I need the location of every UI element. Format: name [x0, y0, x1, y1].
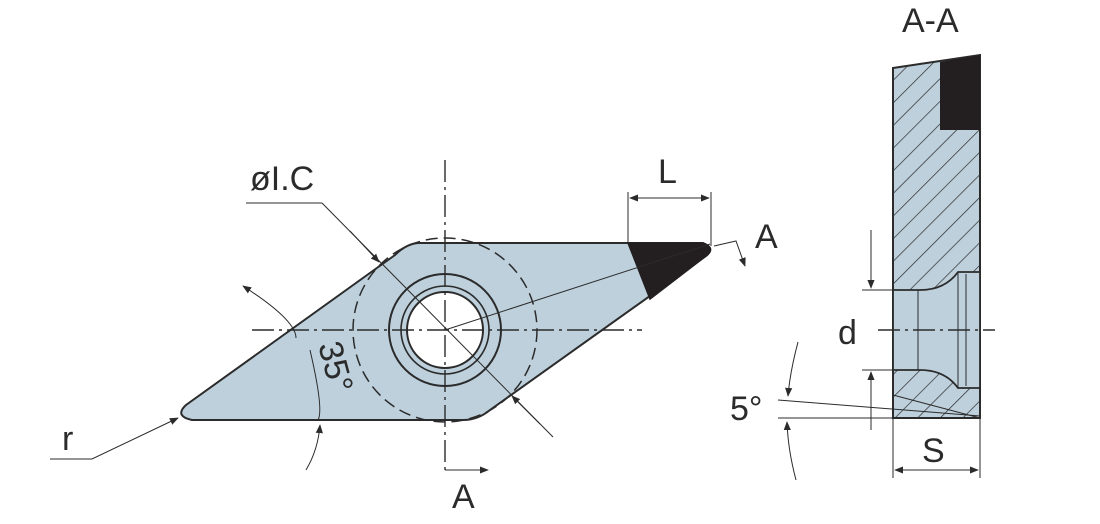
angle-label: 5°	[730, 390, 763, 428]
section-line	[444, 243, 711, 331]
section-marker-bottom-label: A	[452, 478, 475, 516]
section-title: A-A	[902, 2, 959, 40]
section-marker-top-label: A	[755, 218, 778, 256]
angle-ref-line	[777, 399, 981, 417]
radius-leader	[50, 417, 179, 460]
d-label: d	[838, 314, 857, 352]
section-carbide-tip	[940, 55, 980, 130]
clearance-face	[892, 394, 981, 419]
section-arrow-top	[713, 240, 746, 267]
top-view	[50, 160, 746, 474]
section-view	[777, 53, 995, 481]
l-label: L	[658, 153, 677, 191]
radius-label: r	[62, 420, 73, 458]
angle-arrow-top	[785, 341, 799, 397]
s-label: S	[922, 432, 945, 470]
tip-angle-arc	[242, 285, 297, 339]
tip-angle-arc-lower	[309, 349, 321, 421]
ic-arrow-upper	[349, 230, 380, 263]
ic-label: øI.C	[250, 160, 314, 198]
tip-angle-arc-bottom	[305, 424, 323, 471]
angle-arrow-bottom	[783, 421, 797, 481]
ic-arrow-lower	[511, 395, 541, 425]
carbide-tip	[626, 242, 712, 301]
